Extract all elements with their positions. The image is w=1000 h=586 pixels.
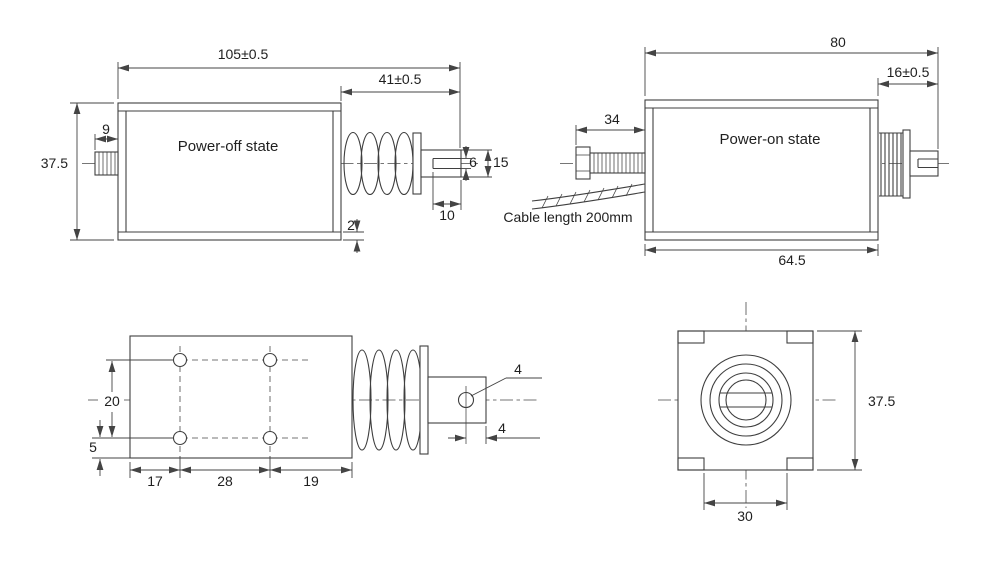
cable-length-note: Cable length 200mm [503, 209, 632, 225]
plunger-flange [412, 132, 422, 195]
dim-hole-x1-text: 17 [147, 473, 163, 489]
dim-plunger-diameter-15: 15 [461, 149, 509, 178]
frame-end-plate [677, 330, 814, 471]
view-front: 37.5 30 [658, 302, 895, 524]
mounting-holes [172, 352, 278, 446]
dim-tip-length-16: 16±0.5 [877, 64, 938, 96]
dim-front-width-30: 30 [703, 473, 788, 524]
dim-shaft-length-text: 34 [604, 111, 620, 127]
dim-hole-row-spacing-20: 20 [92, 359, 174, 439]
dim-stroke-length-text: 41±0.5 [379, 71, 422, 87]
dim-hole-x3-text: 19 [303, 473, 319, 489]
plunger [420, 149, 462, 178]
dim-plate-thickness-2: 2 [343, 217, 364, 253]
dim-front-height-text: 37.5 [868, 393, 895, 409]
dim-hole-to-tip-4: 4 [448, 420, 540, 444]
dim-slot-width-6: 6 [461, 146, 477, 181]
dim-hole-to-tip-text: 4 [498, 420, 506, 436]
dim-overall-length-text: 80 [830, 34, 846, 50]
view-power-off: Power-off state 105±0.5 41±0.5 9 37.5 [41, 46, 509, 253]
plunger-bottom [427, 376, 487, 444]
cable [531, 183, 646, 210]
dim-overall-length-80: 80 [644, 34, 939, 149]
plunger-retracted [909, 150, 939, 177]
dim-tip-length-text: 16±0.5 [887, 64, 930, 80]
dim-slot-length-10: 10 [432, 172, 462, 223]
solenoid-body [117, 102, 342, 241]
dim-slot-width-text: 6 [469, 154, 477, 170]
dim-body-length-64-5: 64.5 [644, 244, 879, 268]
dim-hole-positions: 17 28 19 [129, 456, 353, 489]
mounting-stud [94, 151, 119, 176]
coil-and-plunger-face [700, 354, 792, 446]
dim-hole-diameter-4: 4 [470, 361, 542, 397]
dim-stud-length-text: 9 [102, 121, 110, 137]
dim-body-height-text: 37.5 [41, 155, 68, 171]
dim-overall-length-text: 105±0.5 [218, 46, 269, 62]
return-spring [343, 131, 414, 196]
dim-stud-length-9: 9 [94, 121, 119, 150]
compressed-spring [879, 132, 903, 197]
power-on-state-label: Power-on state [720, 131, 821, 148]
power-off-state-label: Power-off state [178, 138, 279, 155]
dim-front-width-text: 30 [737, 508, 753, 524]
dim-hole-row-spacing-text: 20 [104, 393, 120, 409]
dim-edge-offset-text: 5 [89, 439, 97, 455]
solenoid-body [644, 99, 879, 241]
dim-front-height-37-5: 37.5 [817, 330, 895, 471]
view-power-on: Power-on state Cable length 200mm 80 16±… [503, 34, 950, 268]
plunger-flange [902, 129, 911, 199]
dim-hole-x2-text: 28 [217, 473, 233, 489]
dim-shaft-length-34: 34 [575, 111, 645, 145]
threaded-shaft [575, 146, 646, 180]
dim-hole-diameter-text: 4 [514, 361, 522, 377]
dim-slot-length-text: 10 [439, 207, 455, 223]
dim-overall-length-105: 105±0.5 [117, 46, 461, 148]
base-plate [129, 335, 353, 459]
dim-plate-thickness-text: 2 [347, 217, 355, 233]
dim-edge-offset-5: 5 [89, 420, 130, 476]
plunger-flange-bottom [419, 345, 429, 455]
dim-body-height-37-5: 37.5 [41, 102, 114, 241]
hole-center-lines [142, 346, 308, 452]
dim-body-length-text: 64.5 [778, 252, 805, 268]
dim-stroke-length-41: 41±0.5 [340, 71, 460, 101]
dim-plunger-diameter-text: 15 [493, 154, 509, 170]
view-bottom: 20 5 17 28 19 4 [88, 335, 542, 489]
